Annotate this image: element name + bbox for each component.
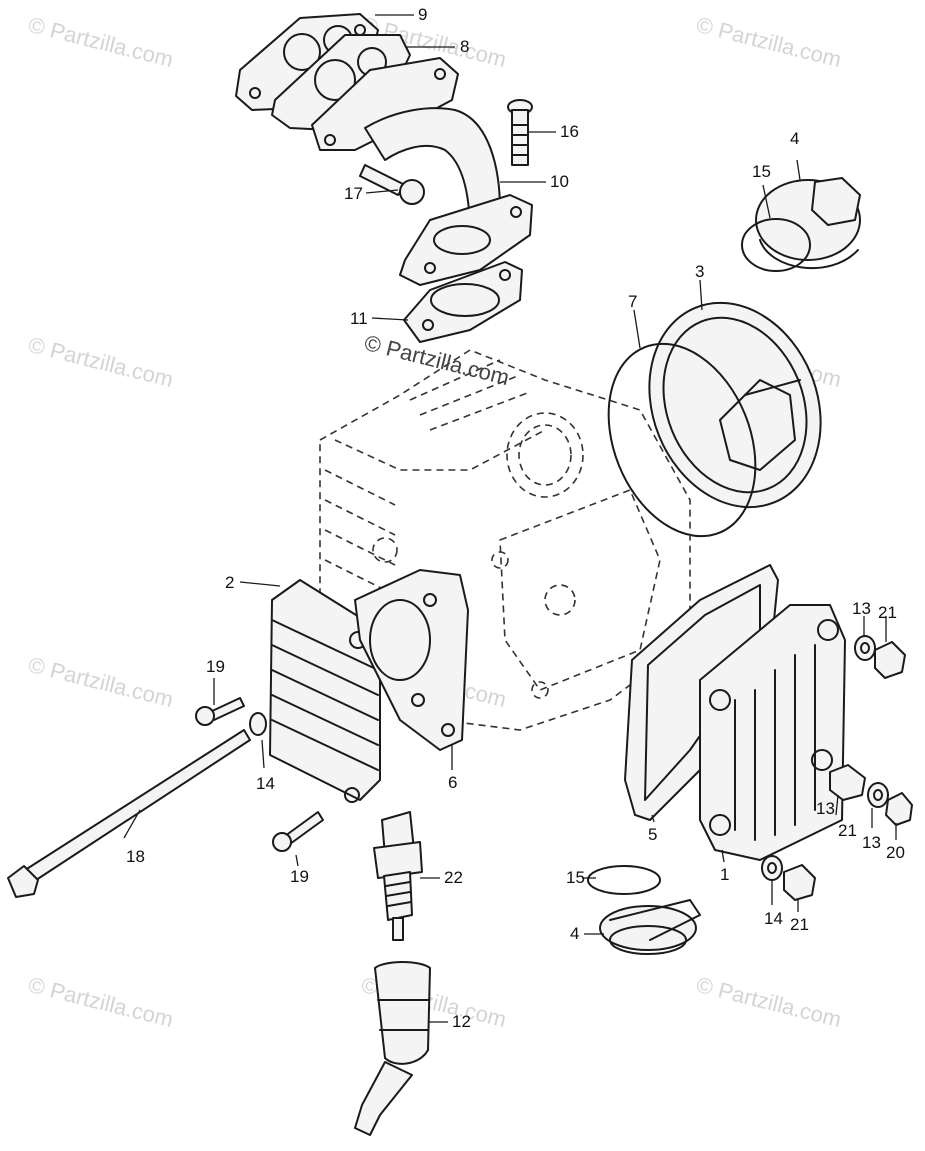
spark-plug-22: [373, 811, 423, 941]
cylinder-head: [319, 349, 691, 731]
callout-14-lower: 14: [764, 909, 783, 928]
callout-3: 3: [695, 262, 705, 281]
screw-19-upper: [195, 697, 245, 726]
bolt-17: [359, 164, 425, 205]
callout-22: 22: [444, 868, 463, 887]
callout-4-upper: 4: [790, 129, 800, 148]
stud-bolt-18: [7, 729, 251, 898]
callout-2: 2: [225, 573, 235, 592]
callout-16: 16: [560, 122, 579, 141]
tappet-cap-4-lower: [599, 899, 701, 955]
washer-13-middle: [867, 782, 889, 808]
callout-7: 7: [628, 292, 638, 311]
callout-8: 8: [460, 37, 470, 56]
washer-13-upper: [854, 635, 876, 661]
intake-pipe-10: [311, 57, 533, 286]
callout-5: 5: [648, 825, 658, 844]
cap-nut-21-middle: [829, 764, 866, 801]
nut-20: [885, 792, 913, 826]
head-side-cover-2: [269, 579, 381, 803]
callout-12: 12: [452, 1012, 471, 1031]
callout-19-upper: 19: [206, 657, 225, 676]
callout-15-lower: 15: [566, 868, 585, 887]
side-gasket-6: [354, 569, 469, 751]
callout-18: 18: [126, 847, 145, 866]
leader-lines: [123, 14, 897, 1023]
callout-6: 6: [448, 773, 458, 792]
washer-14-lower: [761, 855, 783, 881]
callout-13-middle: 13: [816, 799, 835, 818]
callout-10: 10: [550, 172, 569, 191]
callout-17: 17: [344, 184, 363, 203]
bolt-16: [507, 99, 533, 166]
screw-19-lower: [272, 811, 324, 852]
callout-13-right: 13: [862, 833, 881, 852]
cap-nut-21-lower: [783, 864, 816, 901]
o-ring-15-lower: [587, 865, 661, 895]
callout-21-lower: 21: [790, 915, 809, 934]
manifold-gasket-11: [403, 261, 523, 343]
cam-cover-3: [648, 301, 822, 509]
callout-13-upper: 13: [852, 599, 871, 618]
callout-1: 1: [720, 865, 730, 884]
spark-plug-cap-12: [354, 961, 431, 1136]
tappet-cap-4-upper: [755, 177, 861, 270]
cap-nut-21-upper: [874, 641, 906, 679]
callout-21-upper: 21: [878, 603, 897, 622]
callout-4-lower: 4: [570, 924, 580, 943]
callout-15-upper: 15: [752, 162, 771, 181]
callout-14-left: 14: [256, 774, 275, 793]
o-ring-7: [607, 342, 757, 538]
head-cover-1: [699, 604, 846, 861]
callout-9: 9: [418, 5, 428, 24]
callout-21-middle: 21: [838, 821, 857, 840]
callout-11: 11: [350, 309, 368, 328]
o-ring-15-upper: [741, 218, 811, 272]
callout-19-lower: 19: [290, 867, 309, 886]
washer-14-left: [249, 712, 267, 736]
callout-20: 20: [886, 843, 905, 862]
